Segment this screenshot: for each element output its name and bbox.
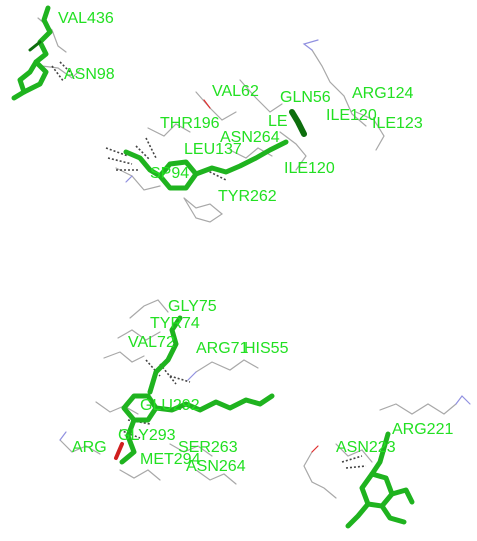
label-val62: VAL62 bbox=[212, 83, 259, 100]
label-arg124: ARG124 bbox=[352, 85, 414, 102]
ligand-bottom-right-arm-2 bbox=[379, 503, 407, 525]
residue-asn98 bbox=[41, 65, 81, 79]
residue-bottom-left bbox=[303, 451, 337, 499]
residue-ser263 bbox=[169, 443, 213, 457]
label-asn264: ASN264 bbox=[186, 458, 246, 475]
ligand-bottom-left-chain bbox=[147, 315, 183, 395]
residue-bottom-tip bbox=[311, 445, 319, 453]
residue-thr196 bbox=[147, 123, 191, 137]
ligand-bottom-left-tail bbox=[153, 393, 275, 413]
residue-ile123 bbox=[355, 111, 385, 151]
residue-top-tip-1 bbox=[203, 99, 211, 109]
residue-arg221-tip bbox=[455, 395, 471, 405]
label-arg-left: ARG bbox=[72, 439, 107, 456]
residue-asn264-bottom bbox=[195, 469, 237, 485]
residue-tyr74 bbox=[117, 329, 161, 341]
ligand-bottom-right-arm-3 bbox=[345, 501, 371, 529]
hbond-15 bbox=[345, 465, 367, 469]
label-asn98: ASN98 bbox=[64, 66, 115, 83]
residue-arg124 bbox=[311, 49, 367, 127]
label-ile120-top: ILE120 bbox=[326, 107, 377, 124]
label-ser263: SER263 bbox=[178, 439, 238, 456]
label-tyr262: TYR262 bbox=[218, 188, 277, 205]
ligand-top-left-branch bbox=[21, 59, 49, 95]
residue-arg221 bbox=[379, 403, 457, 415]
residue-glu292 bbox=[95, 401, 139, 415]
label-met294: MET294 bbox=[140, 451, 201, 468]
label-asp94: SP94 bbox=[150, 165, 190, 182]
residue-arg-left-tip bbox=[59, 431, 67, 441]
hbond-7 bbox=[145, 137, 157, 159]
residue-gln56 bbox=[239, 79, 283, 113]
hbond-13 bbox=[119, 429, 141, 439]
label-val72: VAL72 bbox=[128, 334, 175, 351]
label-tyr74: TYR74 bbox=[150, 315, 200, 332]
label-glu292: GLU292 bbox=[140, 397, 200, 414]
residue-his55-tip bbox=[187, 371, 197, 381]
label-asn223: ASN223 bbox=[336, 439, 396, 456]
label-arg221: ARG221 bbox=[392, 421, 454, 438]
ligand-bottom-right-chain bbox=[369, 431, 391, 477]
label-arg71: ARG71 bbox=[196, 340, 249, 357]
label-ile123: ILE123 bbox=[372, 115, 423, 132]
hbond-4 bbox=[107, 157, 133, 165]
residue-top-tip-2 bbox=[125, 175, 133, 183]
ligand-middle-tail bbox=[193, 139, 289, 177]
residue-met294 bbox=[119, 469, 161, 481]
residue-ile120 bbox=[279, 131, 307, 171]
residue-val72 bbox=[103, 351, 145, 363]
ligand-middle-piece bbox=[289, 109, 307, 137]
residue-tyr262 bbox=[183, 197, 224, 223]
residue-sticks bbox=[37, 17, 471, 499]
ligand-bottom-left-lower bbox=[119, 417, 137, 465]
hbond-10 bbox=[169, 375, 191, 383]
hbond-1 bbox=[59, 61, 75, 77]
ligand-top-left-shadow bbox=[28, 40, 42, 52]
label-gly293: GLY293 bbox=[118, 427, 176, 444]
label-asn264-top: ASN264 bbox=[220, 129, 280, 146]
ligand-bottom-right-ring bbox=[359, 471, 395, 509]
hbond-14 bbox=[341, 455, 363, 463]
residue-arg124-tip bbox=[302, 39, 319, 51]
ligand-bottom-left-oxygen bbox=[114, 442, 124, 460]
label-thr196: THR196 bbox=[160, 115, 220, 132]
label-leu-fragment: LE bbox=[268, 113, 288, 130]
ligand-top-left bbox=[11, 5, 53, 101]
label-leu137: LEU137 bbox=[184, 141, 242, 158]
ligands bbox=[11, 5, 415, 529]
residue-asp94 bbox=[115, 167, 161, 191]
label-his55: HIS55 bbox=[244, 340, 289, 357]
label-gln56: GLN56 bbox=[280, 89, 331, 106]
ligand-middle-chain bbox=[123, 149, 163, 179]
ligand-bottom-right-arm-1 bbox=[389, 487, 415, 505]
hbond-6 bbox=[135, 145, 151, 161]
label-gly75: GLY75 bbox=[168, 298, 217, 315]
residue-arg-left bbox=[59, 439, 101, 455]
residue-val62 bbox=[195, 91, 237, 121]
label-val436: VAL436 bbox=[58, 10, 114, 27]
hbond-2 bbox=[51, 65, 65, 83]
residue-gly75 bbox=[129, 299, 169, 319]
residue-asn223 bbox=[335, 443, 373, 463]
label-ile120: ILE120 bbox=[284, 160, 335, 177]
residue-his55 bbox=[195, 359, 259, 373]
